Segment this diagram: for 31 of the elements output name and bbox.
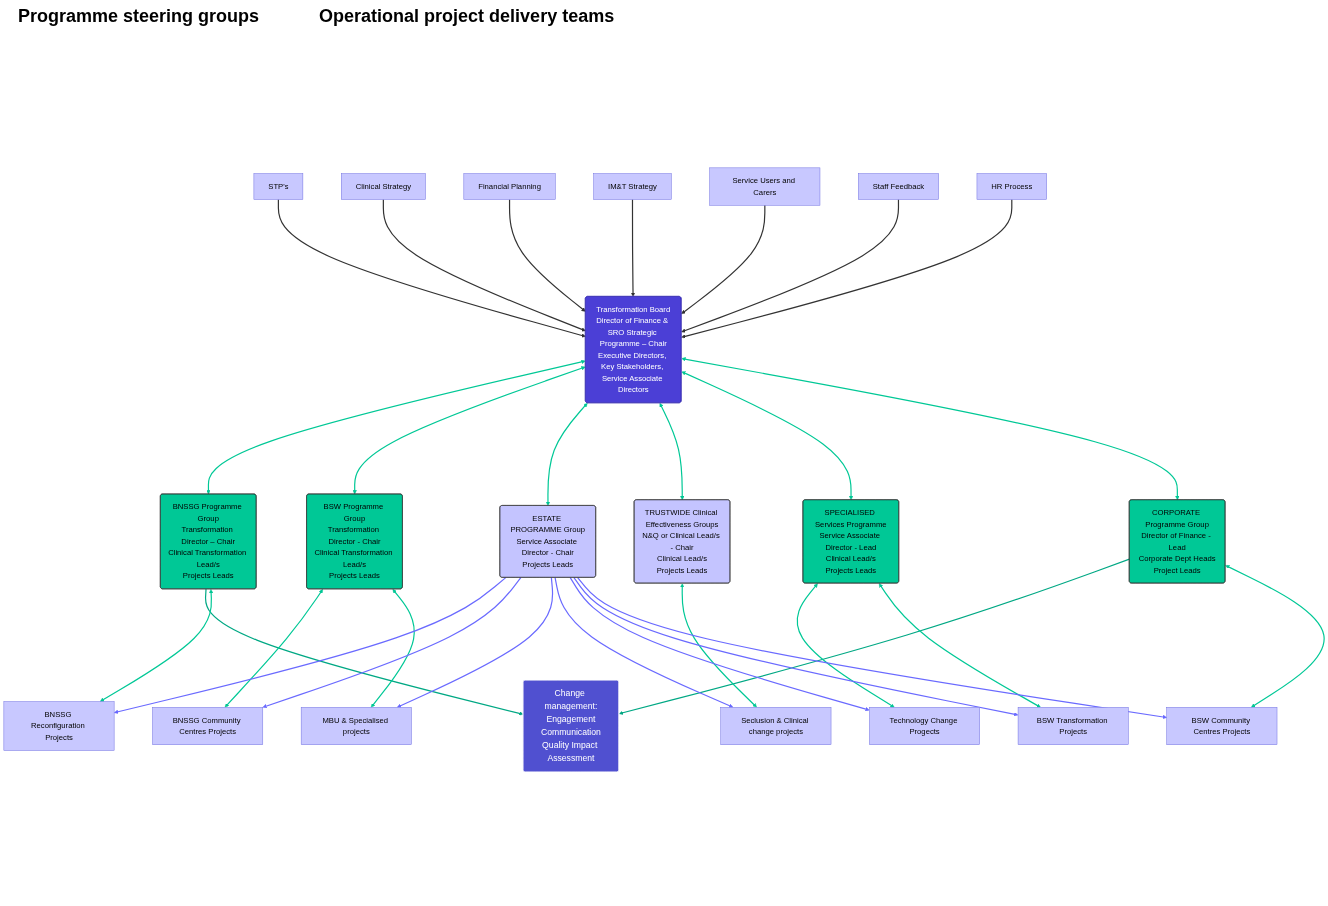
arrow [577, 576, 1167, 719]
arrow [1225, 564, 1325, 708]
section-heading: Operational project delivery teams [319, 6, 615, 27]
arrow [206, 359, 586, 494]
arrow [204, 588, 524, 715]
arrow [681, 198, 1013, 338]
arrow [569, 576, 870, 711]
arrow [554, 576, 734, 708]
arrow [262, 576, 522, 708]
arrow [681, 204, 766, 314]
arrow [659, 402, 685, 500]
arrow [796, 582, 895, 708]
arrow [113, 576, 507, 714]
arrow [681, 198, 900, 333]
arrow [681, 370, 854, 500]
arrow [878, 582, 1041, 708]
arrow [99, 588, 214, 702]
arrow [397, 576, 554, 708]
arrow [680, 582, 757, 708]
arrow [618, 558, 1131, 715]
arrow [352, 365, 586, 494]
arrow [224, 588, 323, 708]
arrow [630, 198, 636, 297]
arrow [277, 198, 586, 338]
arrow [681, 356, 1180, 500]
arrow [370, 588, 415, 708]
arrow [508, 198, 586, 312]
arrow [573, 576, 1019, 716]
arrow [382, 198, 586, 331]
section-heading: Programme steering groups [18, 6, 260, 27]
arrow [545, 402, 588, 506]
